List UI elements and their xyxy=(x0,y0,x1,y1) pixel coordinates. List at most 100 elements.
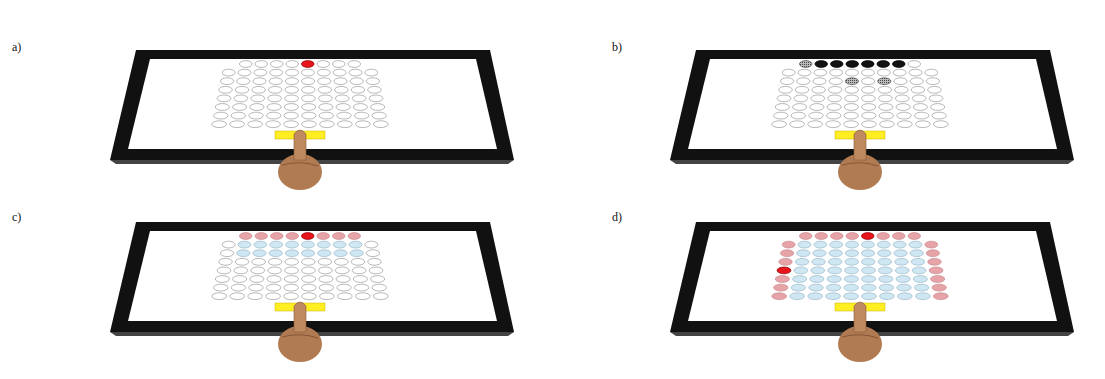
grid-circle xyxy=(798,69,811,76)
grid-circle xyxy=(366,78,379,85)
grid-circle xyxy=(284,293,299,300)
grid-circle xyxy=(914,112,928,119)
grid-circle xyxy=(301,69,314,76)
grid-circle xyxy=(253,78,266,85)
grid-circle xyxy=(815,233,828,240)
grid-circle xyxy=(793,276,807,283)
grid-circle xyxy=(893,241,906,248)
grid-circle xyxy=(320,121,335,128)
grid-circle xyxy=(793,104,807,111)
grid-circle xyxy=(895,95,909,102)
grid-circle xyxy=(844,293,859,300)
grid-circle xyxy=(284,104,298,111)
grid-circle xyxy=(371,276,385,283)
grid-circle xyxy=(239,233,252,240)
grid-circle xyxy=(270,61,283,68)
grid-circle xyxy=(285,267,299,274)
grid-circle xyxy=(301,241,314,248)
grid-circle xyxy=(779,258,793,265)
grid-circle xyxy=(267,276,281,283)
tablet-screen xyxy=(688,231,1057,321)
grid-circle xyxy=(252,258,266,265)
grid-circle xyxy=(268,95,282,102)
grid-circle xyxy=(253,250,266,257)
grid-circle xyxy=(845,258,859,265)
grid-circle xyxy=(879,104,893,111)
hand-finger xyxy=(854,130,866,160)
grid-circle xyxy=(911,258,925,265)
grid-circle xyxy=(270,69,283,76)
grid-circle xyxy=(933,293,948,300)
grid-circle xyxy=(932,112,946,119)
grid-circle xyxy=(270,241,283,248)
grid-circle xyxy=(845,78,858,85)
grid-circle xyxy=(349,69,362,76)
grid-circle xyxy=(302,86,316,93)
grid-circle xyxy=(877,69,890,76)
grid-circle xyxy=(815,61,828,68)
grid-circle xyxy=(286,241,299,248)
grid-circle xyxy=(795,258,809,265)
grid-circle xyxy=(369,267,383,274)
grid-circle xyxy=(877,241,890,248)
grid-circle xyxy=(372,112,386,119)
grid-circle xyxy=(284,284,298,291)
grid-circle xyxy=(879,284,893,291)
grid-circle xyxy=(212,121,227,128)
grid-circle xyxy=(237,250,250,257)
grid-circle xyxy=(284,121,299,128)
grid-circle xyxy=(811,267,825,274)
grid-circle xyxy=(826,293,841,300)
grid-circle xyxy=(895,267,909,274)
grid-circle xyxy=(898,293,913,300)
grid-circle xyxy=(826,284,840,291)
grid-circle xyxy=(319,104,333,111)
grid-circle xyxy=(230,121,245,128)
grid-circle xyxy=(269,78,282,85)
grid-circle xyxy=(862,95,876,102)
grid-circle xyxy=(302,258,316,265)
grid-circle xyxy=(862,258,876,265)
grid-circle xyxy=(810,104,824,111)
grid-circle xyxy=(827,104,841,111)
hand-finger xyxy=(854,302,866,332)
grid-circle xyxy=(827,276,841,283)
grid-circle xyxy=(877,233,890,240)
tablet-screen xyxy=(688,59,1057,149)
grid-circle xyxy=(908,233,921,240)
grid-circle xyxy=(233,276,247,283)
grid-circle xyxy=(809,284,823,291)
grid-circle xyxy=(217,267,231,274)
hand-knuckle xyxy=(282,163,318,166)
grid-circle xyxy=(826,121,841,128)
grid-circle xyxy=(774,112,788,119)
tablet-panel xyxy=(670,50,1074,190)
grid-circle xyxy=(910,250,923,257)
grid-circle xyxy=(266,112,280,119)
grid-circle xyxy=(931,276,945,283)
grid-circle xyxy=(238,241,251,248)
grid-circle xyxy=(337,284,351,291)
grid-circle xyxy=(251,267,265,274)
grid-circle xyxy=(333,69,346,76)
grid-circle xyxy=(366,250,379,257)
grid-circle xyxy=(794,95,808,102)
grid-circle xyxy=(369,95,383,102)
grid-circle xyxy=(862,293,877,300)
grid-circle xyxy=(266,121,281,128)
grid-circle xyxy=(349,241,362,248)
grid-circle xyxy=(798,241,811,248)
grid-circle xyxy=(912,267,926,274)
grid-circle xyxy=(909,69,922,76)
grid-circle xyxy=(846,69,859,76)
tablet-frame xyxy=(110,222,514,332)
grid-circle xyxy=(772,293,787,300)
grid-circle xyxy=(931,104,945,111)
grid-circle xyxy=(861,61,874,68)
grid-circle xyxy=(862,86,876,93)
grid-circle xyxy=(318,267,332,274)
grid-circle xyxy=(301,233,314,240)
grid-circle xyxy=(319,112,333,119)
grid-circle xyxy=(318,258,332,265)
